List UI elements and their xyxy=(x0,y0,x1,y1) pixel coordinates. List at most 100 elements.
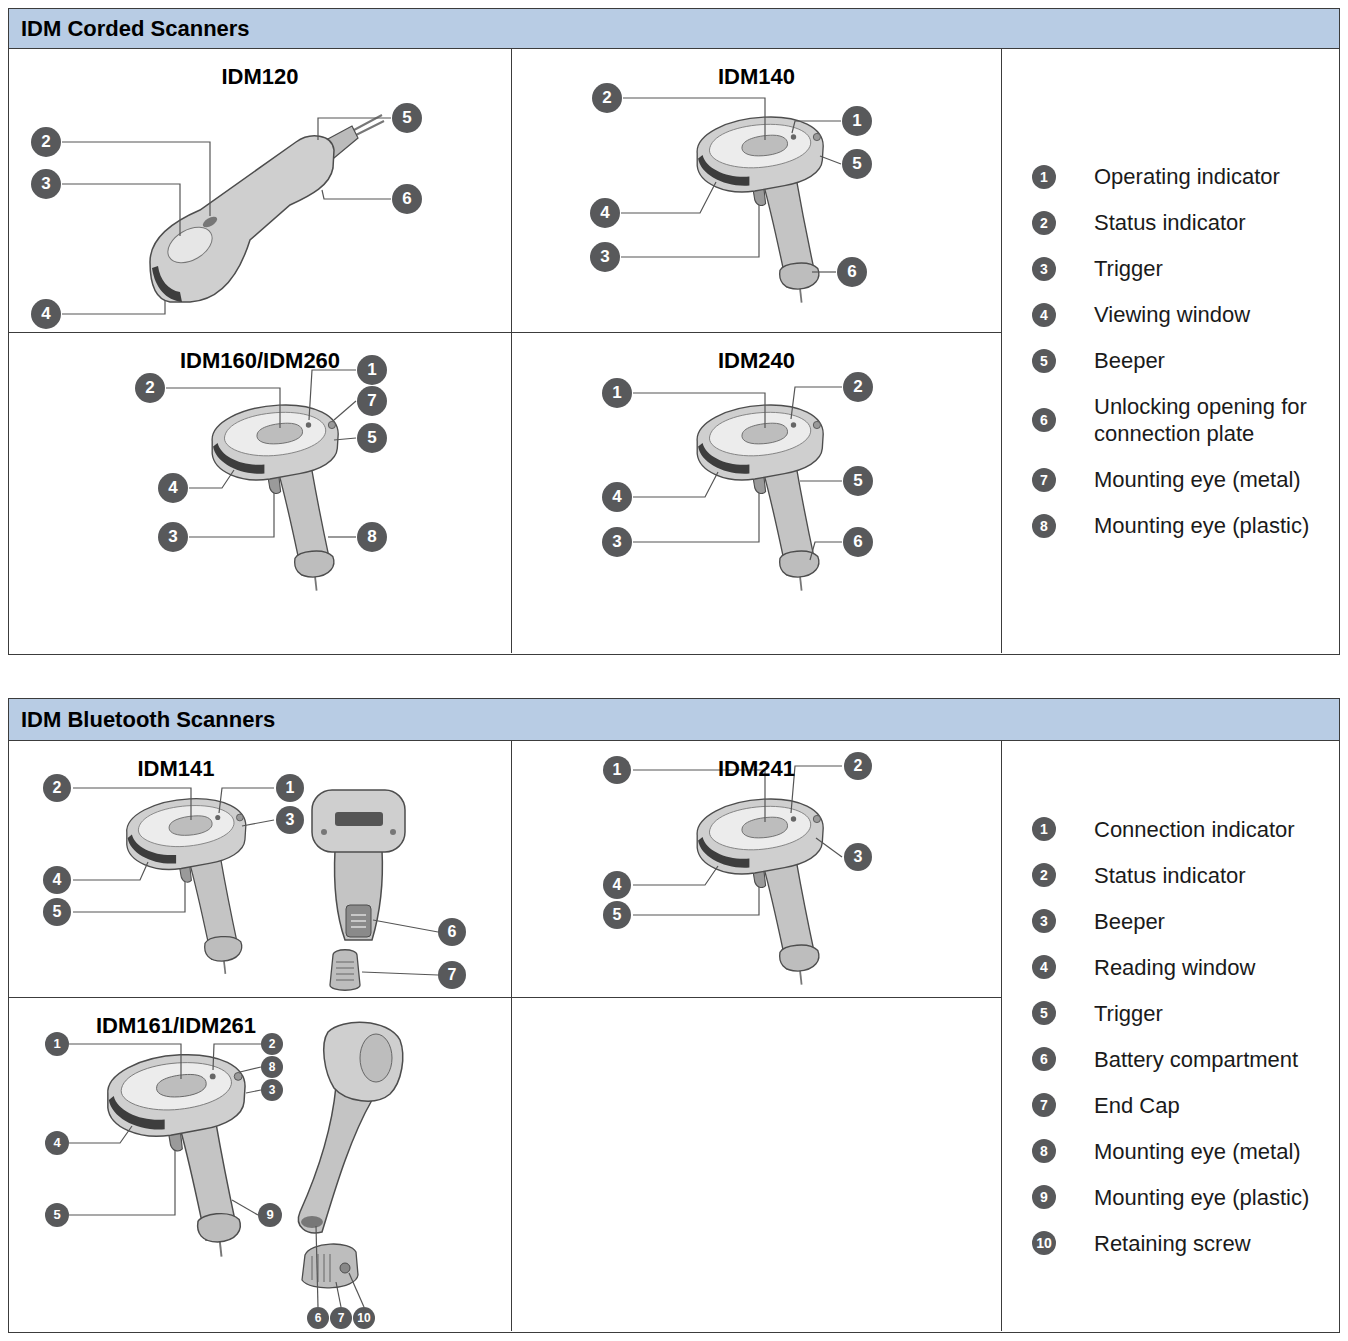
callout-number: 5 xyxy=(392,103,422,133)
part-name: Reading window xyxy=(1094,954,1334,981)
callout-number: 4 xyxy=(45,1131,69,1155)
rear-window xyxy=(360,1034,392,1082)
model-title-box: IDM160/IDM260 xyxy=(9,333,511,374)
leader-line xyxy=(633,393,765,428)
screw xyxy=(321,829,327,835)
leader-line xyxy=(820,156,841,164)
leader-line xyxy=(189,470,234,488)
key-number: 1 xyxy=(1032,165,1056,189)
leader-line xyxy=(633,866,718,885)
callout-number: 4 xyxy=(602,482,632,512)
model-title-box: IDM140 xyxy=(512,49,1001,90)
leader-line xyxy=(69,1126,132,1143)
leader-line xyxy=(328,536,356,537)
parts-key: 1Connection indicator2Status indicator3B… xyxy=(1001,741,1338,1331)
callout-number: 10 xyxy=(353,1307,375,1329)
key-number: 5 xyxy=(1032,1001,1056,1025)
parts-key-grid: 1Operating indicator2Status indicator3Tr… xyxy=(1032,163,1334,539)
part-name: Status indicator xyxy=(1094,862,1334,889)
leader-line xyxy=(166,388,280,428)
reading-window xyxy=(152,266,182,302)
model-name: IDM161/IDM261 xyxy=(96,1013,256,1038)
model-name: IDM120 xyxy=(221,64,298,89)
idm160-drawing xyxy=(212,405,338,591)
callout-number: 8 xyxy=(261,1056,283,1078)
rear-head xyxy=(324,1022,403,1101)
callout-number: 8 xyxy=(357,522,387,552)
key-number: 3 xyxy=(1032,909,1056,933)
screw xyxy=(390,829,396,835)
model-cell: IDM241 xyxy=(512,741,1001,998)
part-name: Mounting eye (metal) xyxy=(1094,1138,1334,1165)
leader-line xyxy=(322,190,391,199)
callout-number: 5 xyxy=(45,1203,69,1227)
leader-line xyxy=(334,401,356,420)
model-cell: IDM161/IDM261 xyxy=(9,998,512,1331)
callout-number: 6 xyxy=(837,257,867,287)
callout-number: 2 xyxy=(43,774,71,802)
part-name: Unlocking opening for connection plate xyxy=(1094,393,1334,447)
model-cell: IDM141 xyxy=(9,741,512,998)
idm161-drawing xyxy=(108,1055,245,1257)
model-title-box: IDM241 xyxy=(512,741,1001,782)
callout-number: 1 xyxy=(842,106,872,136)
key-number: 7 xyxy=(1032,468,1056,492)
key-number: 6 xyxy=(1032,408,1056,432)
cap-ridges xyxy=(312,1254,330,1282)
leader-line xyxy=(621,205,759,257)
retaining-screw xyxy=(340,1263,350,1273)
leader-line xyxy=(73,788,191,820)
key-number: 10 xyxy=(1032,1231,1056,1255)
callout-number: 3 xyxy=(31,169,61,199)
leader-line xyxy=(309,370,356,420)
key-number: 2 xyxy=(1032,211,1056,235)
leader-line xyxy=(810,542,842,560)
battery-opening xyxy=(301,1216,323,1228)
callout-number: 4 xyxy=(590,198,620,228)
callout-number: 3 xyxy=(276,806,304,834)
leader-line xyxy=(816,838,842,857)
model-name: IDM240 xyxy=(718,348,795,373)
callout-number: 6 xyxy=(843,527,873,557)
leader-line xyxy=(316,1226,318,1307)
leader-line xyxy=(232,1200,258,1215)
key-number: 8 xyxy=(1032,514,1056,538)
part-name: Mounting eye (plastic) xyxy=(1094,1184,1334,1211)
leader-line xyxy=(621,182,716,213)
leader-line xyxy=(69,1044,181,1079)
part-name: Retaining screw xyxy=(1094,1230,1334,1257)
model-cell: IDM240 xyxy=(512,333,1001,653)
model-name: IDM241 xyxy=(718,756,795,781)
leader-line xyxy=(62,184,180,236)
callout-number: 3 xyxy=(602,527,632,557)
key-number: 1 xyxy=(1032,817,1056,841)
callout-number: 1 xyxy=(276,774,304,802)
key-number: 7 xyxy=(1032,1093,1056,1117)
header-band: IDM Corded Scanners xyxy=(9,9,1339,49)
callout-number: 5 xyxy=(43,898,71,926)
callout-number: 7 xyxy=(357,386,387,416)
end-cap xyxy=(330,950,360,991)
leader-line xyxy=(623,98,765,140)
part-name: Operating indicator xyxy=(1094,163,1334,190)
model-name: IDM160/IDM260 xyxy=(180,348,340,373)
leader-line xyxy=(318,118,391,140)
leader-line xyxy=(349,1273,364,1307)
part-name: Battery compartment xyxy=(1094,1046,1334,1073)
model-title-box: IDM240 xyxy=(512,333,1001,374)
key-number: 4 xyxy=(1032,303,1056,327)
leader-line xyxy=(633,887,759,915)
parts-key-grid: 1Connection indicator2Status indicator3B… xyxy=(1032,816,1334,1257)
callout-number: 4 xyxy=(43,866,71,894)
callout-number: 2 xyxy=(31,127,61,157)
callout-number: 6 xyxy=(307,1307,329,1329)
part-name: Status indicator xyxy=(1094,209,1334,236)
leader-line xyxy=(792,121,841,133)
rear-handle xyxy=(298,1086,372,1233)
leader-line xyxy=(362,972,438,975)
part-name: Connection indicator xyxy=(1094,816,1334,843)
leader-line xyxy=(812,271,836,272)
leader-line xyxy=(373,920,438,932)
leader-line xyxy=(246,1090,261,1093)
